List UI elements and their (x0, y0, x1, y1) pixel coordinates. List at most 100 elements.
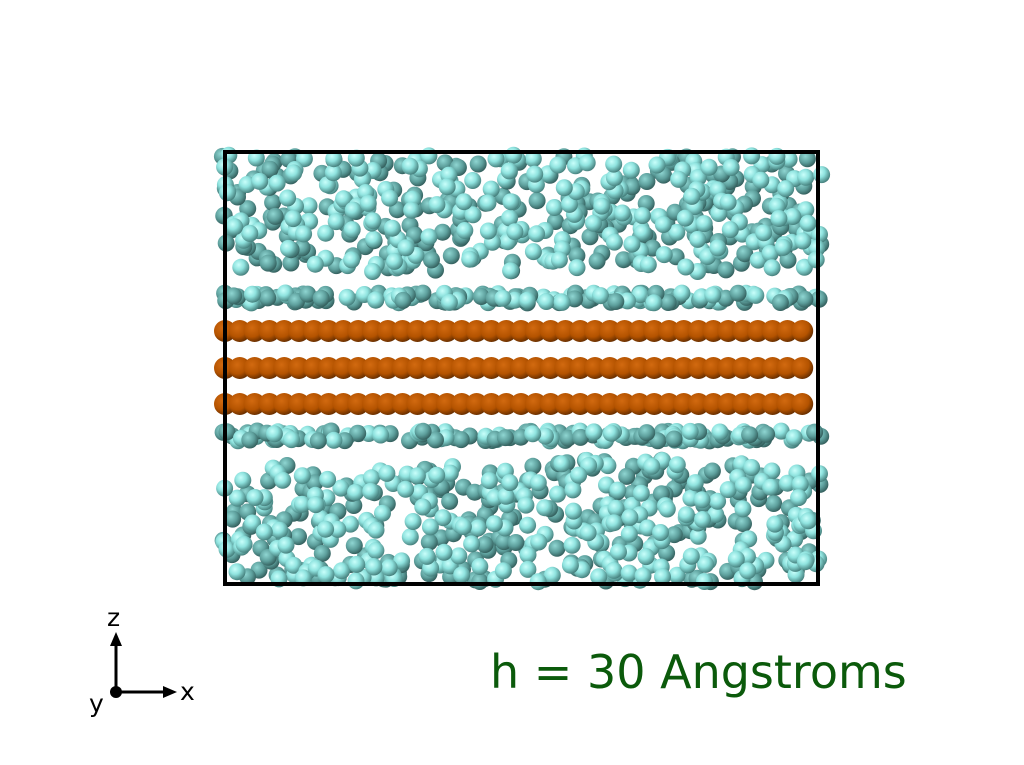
liquid-atom (549, 156, 567, 174)
liquid-atom (347, 572, 365, 590)
liquid-atom (707, 506, 725, 523)
liquid-atom (752, 171, 770, 189)
liquid-atom (228, 563, 246, 581)
liquid-atom (609, 481, 627, 499)
liquid-atom (317, 520, 335, 538)
liquid-atom (722, 159, 740, 176)
liquid-atom (367, 291, 385, 309)
liquid-atom (364, 263, 382, 280)
liquid-atom (349, 424, 367, 442)
liquid-atom (717, 261, 735, 279)
liquid-atom (517, 496, 535, 514)
liquid-atom (605, 514, 623, 532)
liquid-atom (427, 431, 444, 449)
liquid-atom (246, 489, 264, 506)
liquid-atom (689, 527, 707, 545)
liquid-atom (743, 459, 761, 476)
liquid-atom (697, 555, 715, 573)
liquid-atom (734, 476, 752, 494)
liquid-atom (497, 487, 515, 505)
liquid-atom (564, 481, 582, 499)
liquid-atom (561, 556, 579, 574)
liquid-atom (799, 512, 817, 530)
liquid-atom (677, 506, 695, 524)
liquid-atom (479, 194, 497, 212)
liquid-atom (620, 525, 638, 543)
liquid-atom (374, 504, 391, 522)
liquid-atom (414, 284, 432, 302)
liquid-atom (285, 556, 303, 574)
liquid-atom (480, 472, 498, 490)
liquid-atom (423, 251, 440, 269)
liquid-atom (268, 174, 286, 192)
liquid-atom (734, 500, 752, 518)
liquid-atom (658, 500, 676, 518)
liquid-atom (450, 547, 468, 565)
liquid-atom (365, 230, 383, 248)
liquid-atom (599, 457, 617, 475)
liquid-atom (727, 550, 745, 568)
liquid-atom (494, 562, 512, 580)
liquid-atom (453, 566, 471, 584)
liquid-atom (681, 422, 699, 440)
liquid-atom (613, 204, 631, 222)
liquid-atom (605, 155, 623, 173)
liquid-atom (501, 209, 519, 227)
liquid-atom (290, 528, 307, 546)
liquid-atom (762, 478, 780, 496)
liquid-atom (393, 552, 411, 570)
liquid-atom (224, 510, 242, 528)
liquid-atom (343, 221, 361, 239)
liquid-atom (440, 293, 458, 311)
liquid-atom (719, 481, 737, 499)
liquid-atom (464, 206, 482, 224)
liquid-atom (729, 284, 747, 302)
liquid-atom (761, 244, 779, 262)
liquid-atom (694, 511, 711, 528)
liquid-atom (747, 286, 765, 304)
liquid-atom (329, 520, 347, 538)
liquid-atom (244, 514, 262, 532)
liquid-atom (791, 475, 809, 493)
liquid-atom (325, 150, 343, 168)
liquid-atom (502, 262, 520, 280)
liquid-atom (778, 474, 796, 492)
liquid-atom (536, 499, 554, 517)
liquid-atom (654, 568, 671, 586)
liquid-atom (282, 254, 300, 272)
liquid-atom (766, 515, 784, 533)
liquid-atom (307, 496, 325, 514)
liquid-atom (763, 259, 781, 277)
liquid-atom (784, 208, 802, 225)
liquid-atom (347, 483, 364, 501)
liquid-atom (553, 455, 571, 473)
liquid-atom (588, 252, 606, 270)
liquid-atom (796, 553, 814, 571)
liquid-atom (299, 285, 317, 303)
liquid-atom (348, 555, 366, 573)
liquid-atom (500, 162, 518, 180)
liquid-atom (545, 199, 563, 216)
liquid-atom (317, 566, 335, 584)
liquid-atom (771, 294, 789, 311)
liquid-atom (401, 528, 419, 546)
liquid-atom (441, 492, 459, 510)
liquid-atom (372, 426, 390, 444)
liquid-atom (555, 179, 573, 197)
liquid-atom (686, 474, 704, 492)
liquid-atom (719, 193, 737, 211)
liquid-atom (579, 524, 597, 542)
liquid-atom (602, 424, 620, 442)
liquid-atom (607, 499, 625, 517)
liquid-atom (550, 251, 568, 269)
liquid-atom (605, 169, 623, 187)
liquid-atom (519, 560, 537, 578)
liquid-atom (652, 524, 669, 541)
liquid-atom (471, 573, 489, 590)
liquid-atom (659, 294, 677, 311)
liquid-atom (711, 423, 729, 441)
liquid-atom (536, 427, 554, 445)
liquid-atom (632, 484, 650, 502)
liquid-atom (572, 428, 589, 446)
liquid-atom (362, 469, 380, 487)
